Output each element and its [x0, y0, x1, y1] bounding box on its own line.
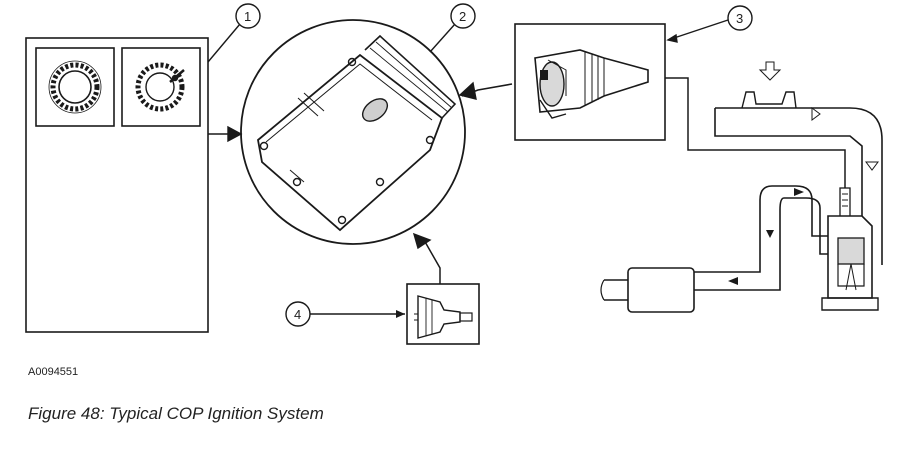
coil-wire	[665, 77, 846, 188]
reluctor-wheel-icon	[48, 60, 102, 114]
callout-2	[429, 3, 476, 53]
arrow-sensor4-to-pcm	[412, 232, 441, 284]
callout-3-label: 3	[736, 11, 743, 26]
cop-coil	[514, 23, 666, 141]
sensor-panel	[25, 37, 209, 333]
callout-4	[285, 301, 405, 327]
callout-4-label: 4	[294, 307, 301, 322]
callout-2-label: 2	[459, 9, 466, 24]
camshaft-wheel-icon	[135, 62, 185, 112]
arrow-pcm-to-coil	[458, 81, 513, 100]
engine-cylinder	[600, 61, 883, 313]
sensor-4	[406, 283, 480, 345]
callout-3	[666, 5, 753, 43]
figure-reference-code: A0094551	[28, 366, 79, 378]
ignition-diagram: 1 2	[25, 3, 883, 345]
callout-1	[207, 3, 261, 63]
figure-caption: Figure 48: Typical COP Ignition System	[28, 404, 324, 423]
arrow-sensor-to-pcm	[208, 125, 243, 143]
callout-1-label: 1	[244, 9, 251, 24]
pcm-module	[240, 19, 466, 245]
